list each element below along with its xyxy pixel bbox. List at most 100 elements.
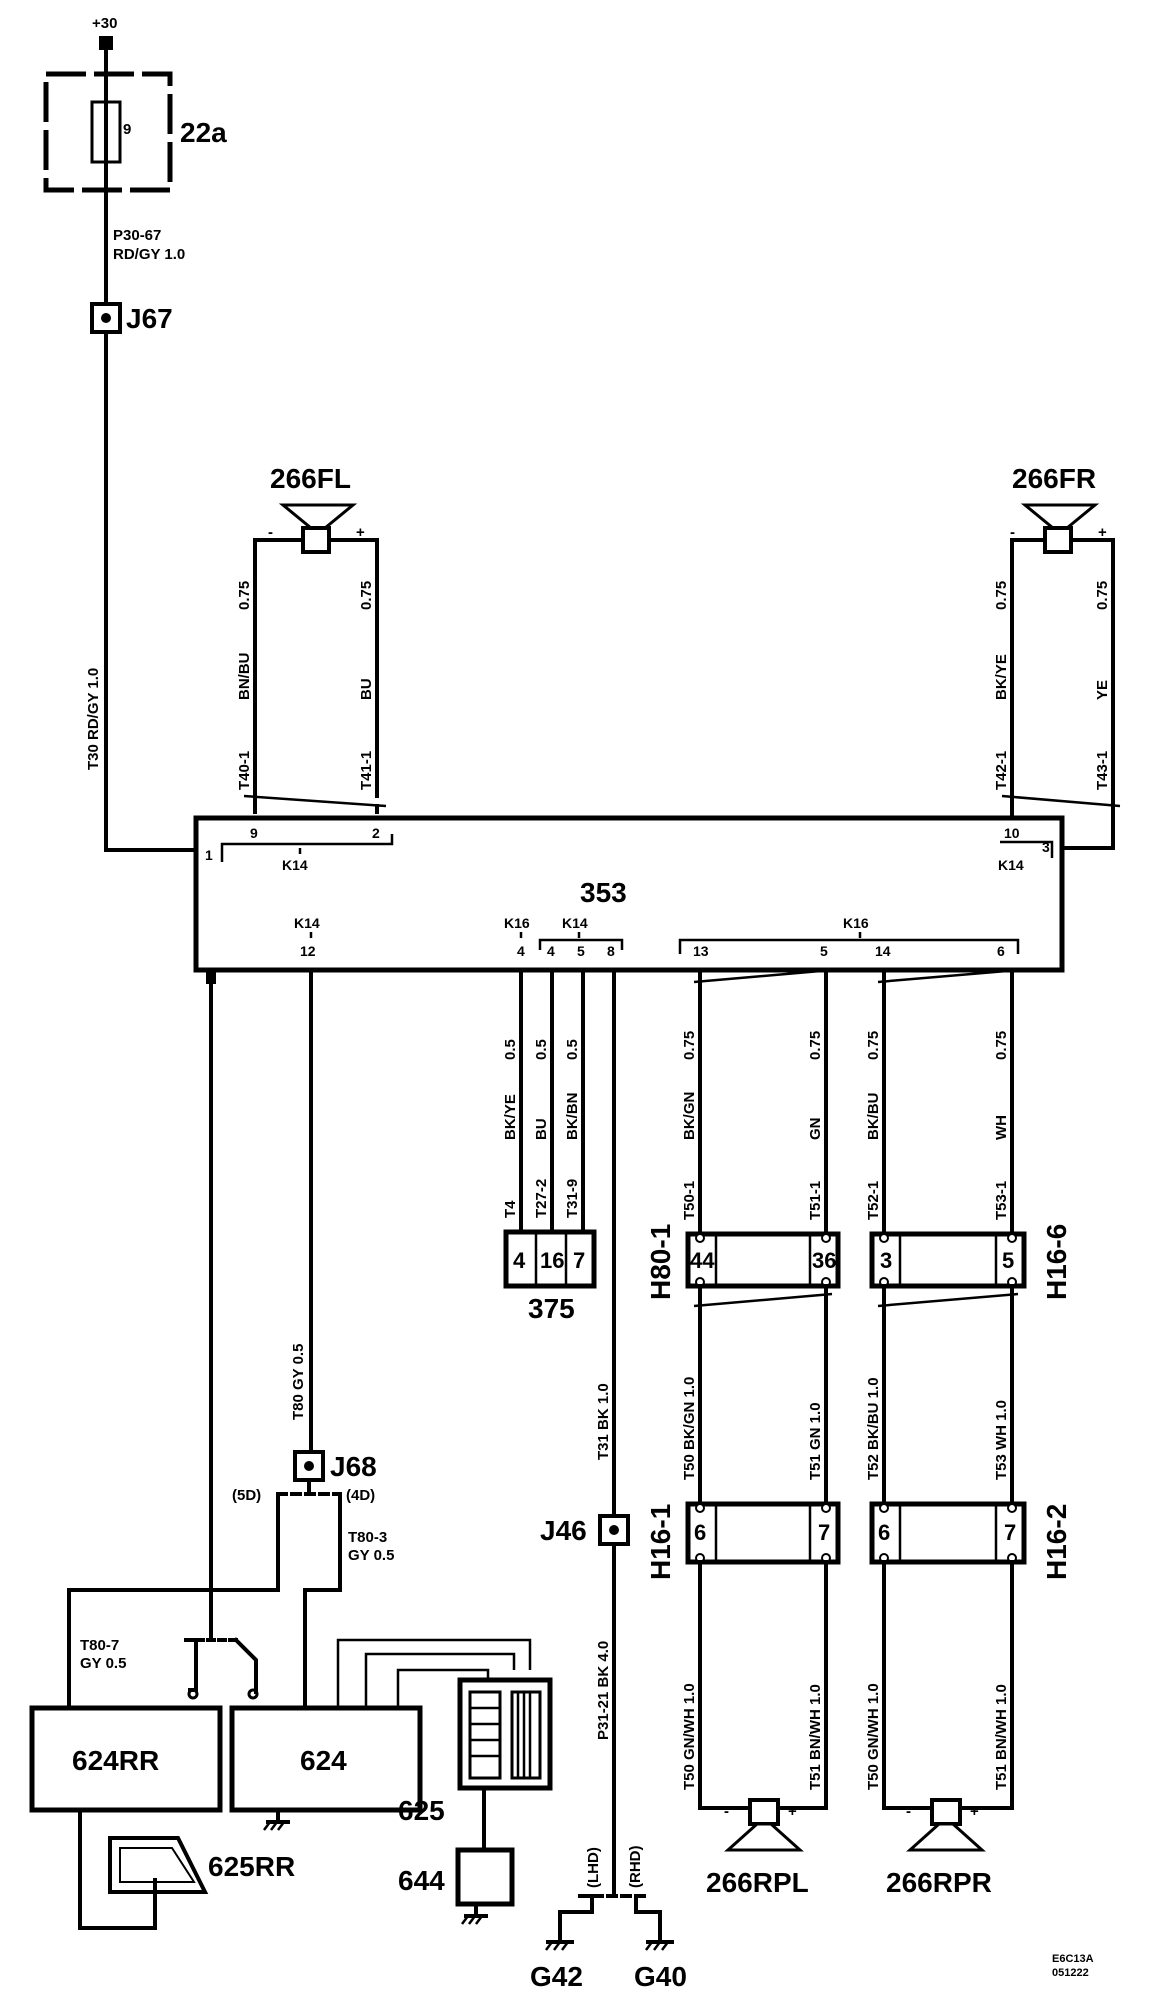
ru-w3-color: BK/BU (865, 1093, 882, 1141)
wire-t31-label: T31 BK 1.0 (595, 1383, 612, 1460)
fr-wire2-term: T43-1 (1094, 751, 1111, 790)
speaker-fr-minus: - (1010, 524, 1015, 541)
wire-main-line1: P30-67 (113, 227, 161, 244)
ru-w2-term: T51-1 (807, 1181, 824, 1220)
fl-wire2-size: 0.75 (358, 581, 375, 610)
ground-g40-label: G40 (634, 1961, 687, 1992)
c375-pin-4: 4 (513, 1248, 526, 1273)
c375-w2-term: T27-2 (533, 1179, 550, 1218)
rm-w1-label: T50 BK/GN 1.0 (681, 1377, 698, 1480)
ru-w2-size: 0.75 (807, 1031, 824, 1060)
wire-main-line2: RD/GY 1.0 (113, 246, 185, 263)
c375-w2-color: BU (533, 1118, 550, 1140)
fr-wire2-size: 0.75 (1094, 581, 1111, 610)
ru-w1-size: 0.75 (681, 1031, 698, 1060)
speaker-rpr-magnet (930, 1798, 962, 1826)
h16-1-pin-6: 6 (694, 1520, 706, 1545)
module-644 (455, 1847, 515, 1907)
speaker-fl-magnet (301, 526, 331, 554)
splice-j67-label: J67 (126, 303, 173, 334)
unit-353-label: 353 (580, 877, 627, 908)
window-625rr-label: 625RR (208, 1851, 295, 1882)
pin-13: 13 (693, 943, 709, 959)
ru-w3-size: 0.75 (865, 1031, 882, 1060)
fr-wire1-color: BK/YE (993, 654, 1010, 700)
h16-1-pin-7: 7 (818, 1520, 830, 1545)
rm-w2-label: T51 GN 1.0 (807, 1402, 824, 1480)
ru-w4-size: 0.75 (993, 1031, 1010, 1060)
heater-625 (457, 1677, 553, 1791)
k14-bottom-left: K14 (294, 915, 320, 931)
supply-label: +30 (92, 15, 117, 32)
k14-top-left: K14 (282, 857, 308, 873)
module-624-label: 624 (300, 1745, 347, 1776)
supply-terminal (99, 36, 113, 50)
wire-t80-7-line2: GY 0.5 (80, 1655, 126, 1672)
ground-g42-label: G42 (530, 1961, 583, 1992)
module-624 (229, 1705, 423, 1813)
pin-12: 12 (300, 943, 316, 959)
h80-pin-36: 36 (812, 1248, 836, 1273)
ru-w1-color: BK/GN (681, 1092, 698, 1140)
speaker-rpr-minus: - (906, 1803, 911, 1820)
pin-k14-8: 8 (607, 943, 615, 959)
ground-rhd: (RHD) (627, 1846, 644, 1889)
module-624rr-label: 624RR (72, 1745, 159, 1776)
connector-h16-1 (685, 1501, 841, 1565)
module-644-label: 644 (398, 1865, 445, 1896)
wire-t30-label: T30 RD/GY 1.0 (85, 668, 102, 770)
branch-5d: (5D) (232, 1487, 261, 1504)
rl-w1-label: T50 GN/WH 1.0 (681, 1683, 698, 1790)
c375-w3-size: 0.5 (564, 1039, 581, 1060)
ref-date: 051222 (1052, 1967, 1089, 1979)
speaker-rpl-cone (724, 1822, 804, 1852)
ru-w1-term: T50-1 (681, 1181, 698, 1220)
k16-right: K16 (843, 915, 869, 931)
ground-g40-icon (645, 1940, 674, 1951)
splice-j46-label: J46 (540, 1515, 587, 1546)
fr-wire1-size: 0.75 (993, 581, 1010, 610)
wire-t80-3-line1: T80-3 (348, 1529, 387, 1546)
rl-w3-label: T50 GN/WH 1.0 (865, 1683, 882, 1790)
pin-k14-4: 4 (547, 943, 555, 959)
connector-h16-2-label: H16-2 (1041, 1504, 1072, 1580)
ru-w2-color: GN (807, 1118, 824, 1141)
speaker-rpl-label: 266RPL (706, 1867, 809, 1898)
module-624rr (29, 1705, 223, 1813)
speaker-fr-label: 266FR (1012, 463, 1096, 494)
k14-center: K14 (562, 915, 588, 931)
pin-1: 1 (205, 847, 213, 863)
speaker-rpl-magnet (748, 1798, 780, 1826)
pin-9: 9 (250, 825, 258, 841)
speaker-rpr-label: 266RPR (886, 1867, 992, 1898)
fl-wire2-term: T41-1 (358, 751, 375, 790)
speaker-fl-plus: + (356, 524, 365, 541)
h16-6-pin-5: 5 (1002, 1248, 1014, 1273)
unit-353 (193, 815, 1065, 973)
connector-375-label: 375 (528, 1293, 575, 1324)
c375-w1-size: 0.5 (502, 1039, 519, 1060)
ground-g42-icon (545, 1940, 574, 1951)
c375-pin-7: 7 (573, 1248, 585, 1273)
wire-p31-label: P31-21 BK 4.0 (595, 1641, 612, 1740)
h16-6-pin-3: 3 (880, 1248, 892, 1273)
pin-k16-4: 4 (517, 943, 525, 959)
rm-w4-label: T53 WH 1.0 (993, 1400, 1010, 1480)
fl-wire2-color: BU (358, 678, 375, 700)
module-624-ground-icon (263, 1808, 290, 1831)
connector-h16-1-label: H16-1 (645, 1504, 676, 1580)
c375-w2-size: 0.5 (533, 1039, 550, 1060)
pin-10: 10 (1004, 825, 1020, 841)
connector-h80-1-label: H80-1 (645, 1224, 676, 1300)
c375-pin-16: 16 (540, 1248, 564, 1273)
c375-w3-term: T31-9 (564, 1179, 581, 1218)
heater-625-label: 625 (398, 1795, 445, 1826)
speaker-rpr-plus: + (970, 1803, 979, 1820)
pin-k14-5: 5 (577, 943, 585, 959)
c375-w3-color: BK/BN (564, 1093, 581, 1141)
connector-h16-2 (869, 1501, 1027, 1565)
rl-w2-label: T51 BN/WH 1.0 (807, 1684, 824, 1790)
wire-t80-3-line2: GY 0.5 (348, 1547, 394, 1564)
speaker-fl-minus: - (268, 524, 273, 541)
